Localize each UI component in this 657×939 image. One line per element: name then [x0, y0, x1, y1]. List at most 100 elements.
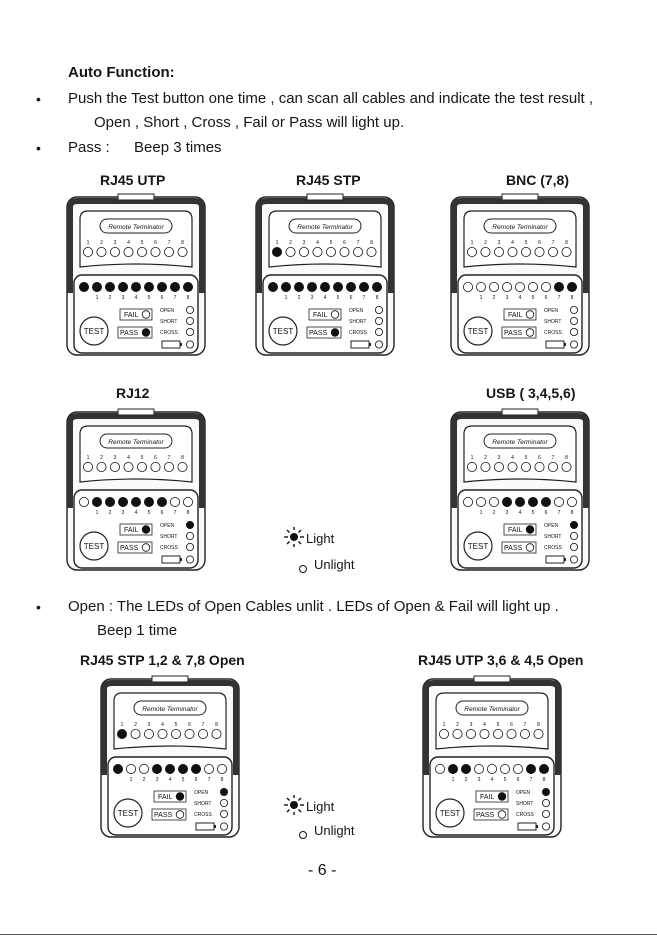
test-button-circle — [113, 798, 143, 828]
device-frame — [67, 198, 205, 293]
main-led — [462, 282, 473, 293]
pin-number: 7 — [208, 777, 211, 783]
remote-led — [184, 729, 195, 740]
power-led — [375, 340, 384, 349]
legend-unlight-label: Unlight — [314, 557, 355, 572]
pin-number: 3 — [311, 295, 314, 301]
remote-header-text: Remote Terminator — [108, 439, 164, 446]
status-led — [570, 327, 579, 336]
remote-header-pill — [99, 433, 173, 449]
remote-header-pill — [483, 433, 557, 449]
remote-led — [466, 729, 477, 740]
remote-led — [521, 247, 532, 258]
status-label: OPEN — [516, 790, 531, 796]
pin-number: 5 — [148, 510, 151, 516]
battery-icon — [517, 822, 537, 831]
remote-led — [506, 729, 517, 740]
remote-led — [548, 247, 559, 258]
pass-label: PASS — [120, 330, 138, 337]
remote-header-pill — [288, 218, 362, 234]
remote-led — [157, 729, 168, 740]
pin-number: 7 — [552, 240, 555, 246]
pin-number: 7 — [174, 510, 177, 516]
pin-number: 3 — [303, 240, 306, 246]
pin-number: 2 — [143, 777, 146, 783]
pin-number: 1 — [96, 295, 99, 301]
pin-number: 8 — [565, 240, 568, 246]
pin-number: 8 — [370, 240, 373, 246]
status-label: SHORT — [544, 319, 561, 325]
pin-number: 8 — [187, 510, 190, 516]
pin-number: 4 — [127, 240, 130, 246]
open-line-2: Beep 1 time — [97, 622, 178, 639]
pass-frame — [117, 326, 153, 339]
battery-icon — [161, 555, 181, 564]
status-led — [220, 788, 229, 797]
pin-number: 5 — [497, 722, 500, 728]
main-led — [78, 282, 89, 293]
status-label: OPEN — [160, 308, 175, 314]
remote-led — [353, 247, 364, 258]
device-tab — [151, 675, 189, 683]
remote-led — [521, 462, 532, 473]
status-led — [186, 317, 195, 326]
main-led — [217, 764, 228, 775]
battery-tip — [369, 343, 371, 346]
pin-number: 4 — [135, 510, 138, 516]
fail-label: FAIL — [313, 312, 328, 319]
pass-frame — [473, 808, 509, 821]
open-line-1: Open : The LEDs of Open Cables unlit . L… — [68, 598, 559, 615]
pin-number: 4 — [511, 455, 514, 461]
remote-led — [123, 247, 134, 258]
status-label: CROSS — [349, 330, 367, 336]
pin-number: 8 — [543, 777, 546, 783]
battery-tip — [536, 825, 538, 828]
status-label: CROSS — [516, 812, 534, 818]
status-label: OPEN — [349, 308, 364, 314]
status-led — [375, 327, 384, 336]
fail-led — [497, 792, 507, 801]
pin-number: 7 — [552, 455, 555, 461]
pin-number: 1 — [87, 455, 90, 461]
remote-led — [438, 729, 449, 740]
main-led — [118, 282, 129, 293]
main-led — [513, 764, 524, 775]
main-led — [554, 282, 565, 293]
remote-led — [164, 247, 175, 258]
main-led — [165, 764, 176, 775]
test-button-circle — [435, 798, 465, 828]
main-led — [91, 282, 102, 293]
legend-light-label: Light — [306, 531, 335, 546]
remote-led — [177, 247, 188, 258]
status-label: SHORT — [160, 534, 177, 540]
pin-number: 4 — [161, 722, 164, 728]
pin-number: 1 — [452, 777, 455, 783]
device-frame — [423, 680, 561, 775]
pin-number: 3 — [506, 295, 509, 301]
pin-number: 5 — [330, 240, 333, 246]
pass-led — [497, 810, 507, 819]
pin-number: 3 — [122, 295, 125, 301]
battery-tip — [180, 558, 182, 561]
pin-number: 2 — [298, 295, 301, 301]
status-label: SHORT — [194, 801, 211, 807]
remote-led — [494, 462, 505, 473]
remote-led — [82, 247, 93, 258]
pin-number: 2 — [134, 722, 137, 728]
fail-frame — [308, 308, 342, 321]
main-led — [528, 282, 539, 293]
test-button-circle — [268, 316, 298, 346]
pass-text: Beep 3 times — [134, 139, 222, 156]
device-frame — [67, 413, 205, 508]
fail-frame — [503, 308, 537, 321]
status-label: CROSS — [544, 330, 562, 336]
remote-header-text: Remote Terminator — [492, 439, 548, 446]
main-led — [152, 764, 163, 775]
remote-led — [110, 462, 121, 473]
device-tab — [117, 193, 155, 201]
main-led — [528, 497, 539, 508]
power-led — [570, 555, 579, 564]
fail-led — [330, 310, 340, 319]
